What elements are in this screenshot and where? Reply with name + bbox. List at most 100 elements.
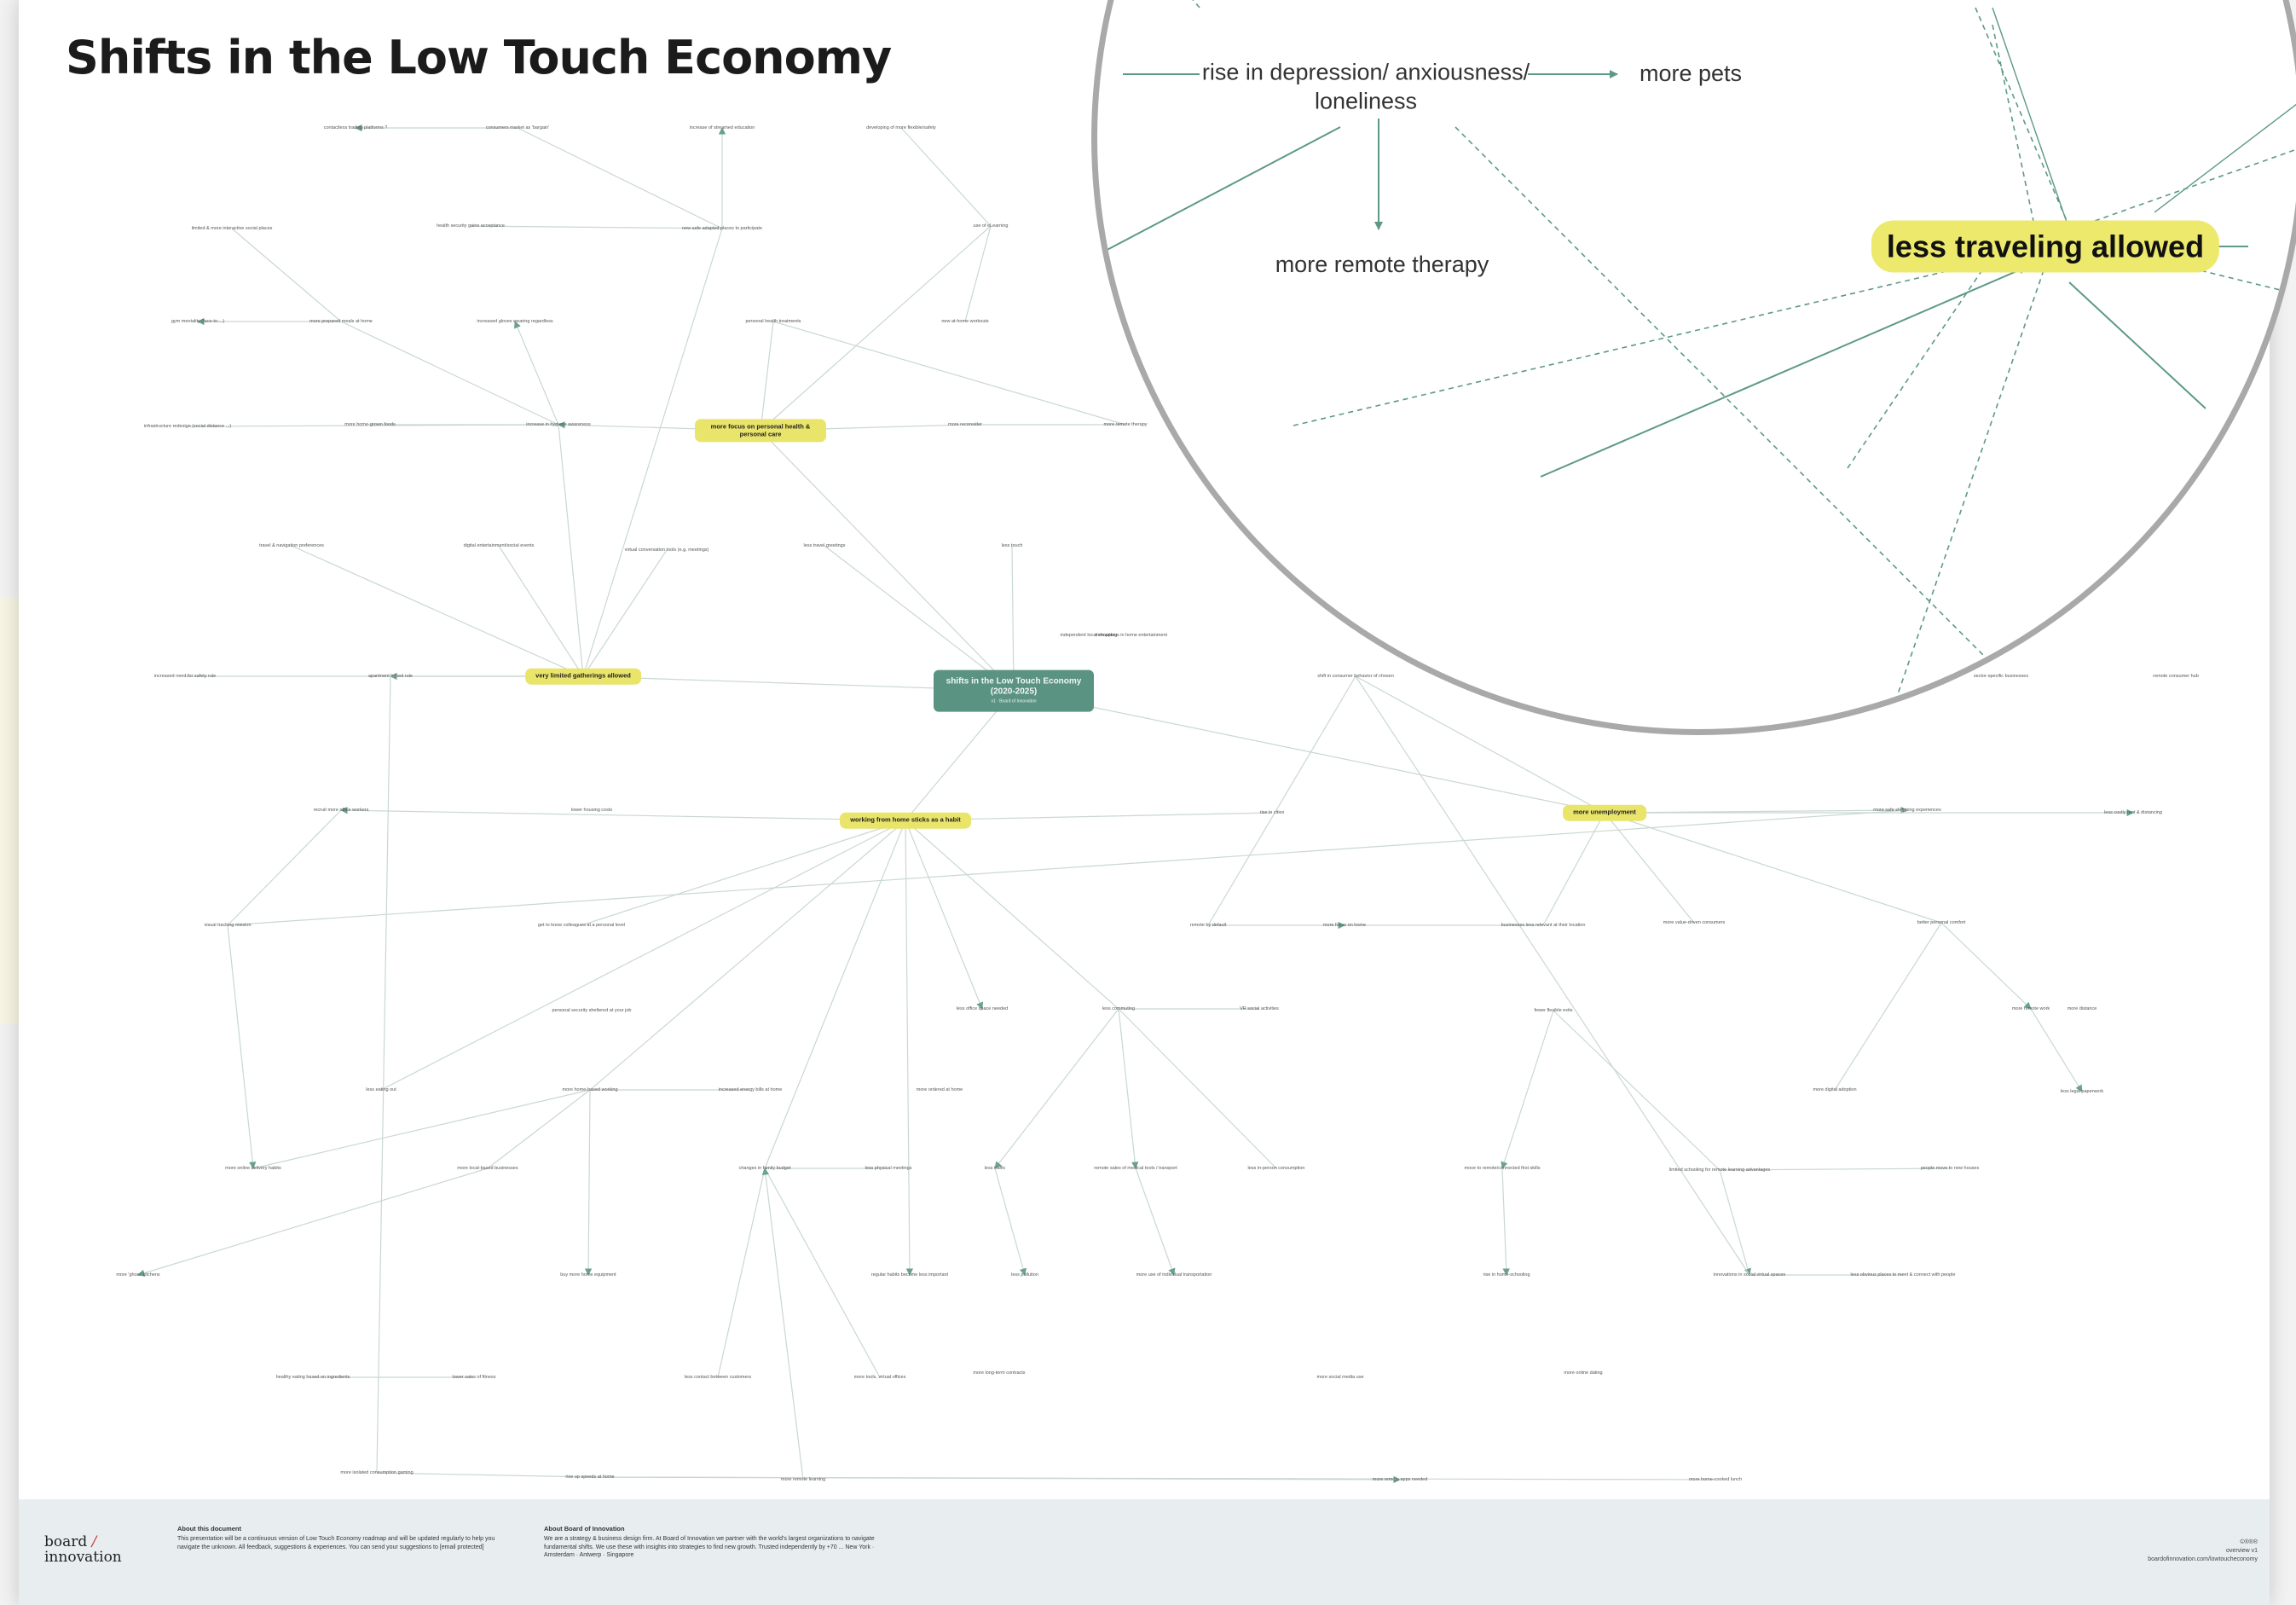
diagram-node[interactable]: more home-grown foods (344, 421, 396, 427)
diagram-node[interactable]: more ordered at home (916, 1086, 963, 1092)
diagram-node[interactable]: gym mentality (face-to-...) (171, 318, 225, 324)
diagram-node[interactable]: virtual conversation tools (e.g. meeting… (624, 547, 709, 553)
footer-url[interactable]: boardofinnovation.com/lowtoucheconomy (2148, 1556, 2258, 1562)
diagram-node[interactable]: developing of more flexible/safety (866, 125, 936, 130)
diagram-node[interactable]: more reconsider (948, 421, 982, 427)
diagram-node[interactable]: changes in family budget (738, 1165, 791, 1171)
diagram-node[interactable]: more 'ghost' kitchens (116, 1272, 160, 1278)
diagram-node[interactable]: more use of individual transportation (1136, 1272, 1212, 1278)
diagram-node[interactable]: VR social activities (1240, 1005, 1279, 1011)
diagram-node[interactable]: increased energy bills at home (718, 1086, 783, 1092)
diagram-node[interactable]: less eating out (366, 1086, 396, 1092)
diagram-node[interactable]: shift in consumer behavior of chosen (1317, 673, 1394, 679)
diagram-node[interactable]: new at-home workouts (941, 318, 989, 324)
diagram-node[interactable]: less physical meetings (865, 1165, 912, 1171)
diagram-node[interactable]: more remote therapy (1103, 421, 1148, 427)
diagram-edge (1542, 812, 1605, 926)
diagram-node[interactable]: more prepared meals at home (309, 318, 373, 324)
diagram-node[interactable]: lower housing costs (570, 807, 613, 813)
diagram-node[interactable]: rise in cities (1259, 809, 1285, 815)
mag-node-more-remote-therapy[interactable]: more remote therapy (1275, 252, 1489, 278)
diagram-node[interactable]: limited schooling for remote learning ad… (1669, 1167, 1771, 1173)
diagram-node[interactable]: increase of streamed education (689, 125, 755, 130)
diagram-node[interactable]: less commuting (1102, 1005, 1136, 1011)
diagram-node[interactable]: get to know colleagues at a personal lev… (537, 922, 626, 928)
diagram-node[interactable]: more local-based businesses (457, 1165, 518, 1171)
key-node-personal-health[interactable]: more focus on personal health & personal… (695, 419, 826, 443)
diagram-node[interactable]: more online dating (1564, 1370, 1603, 1376)
diagram-node[interactable]: increased need for safety rule (153, 673, 217, 679)
diagram-node[interactable]: innovations in social virtual spaces (1713, 1272, 1786, 1278)
diagram-node[interactable]: buy more home equipment (560, 1272, 616, 1278)
diagram-node[interactable]: use of eLearning (973, 223, 1009, 229)
diagram-node[interactable]: innovations in home entertainment (1095, 632, 1168, 638)
board-of-innovation-logo[interactable]: board / innovation (44, 1534, 122, 1566)
diagram-node[interactable]: sector-specific businesses (1973, 673, 2029, 679)
diagram-node[interactable]: more isolated consumption gaming (340, 1469, 414, 1475)
diagram-node[interactable]: rise in home-schooling (1483, 1272, 1530, 1278)
diagram-node[interactable]: more remote work (2011, 1005, 2050, 1011)
diagram-edge (1135, 1168, 1176, 1276)
diagram-node[interactable]: more home-cooked lunch (1688, 1476, 1743, 1482)
diagram-node[interactable]: remote by default (1189, 922, 1227, 928)
diagram-node[interactable]: less costly rent & distancing (2104, 809, 2162, 815)
diagram-node[interactable]: apartment based rule (368, 673, 413, 679)
page-title: Shifts in the Low Touch Economy (66, 31, 892, 84)
diagram-node[interactable]: businesses less relevant at their locati… (1501, 922, 1586, 928)
diagram-node[interactable]: people move to new houses (1920, 1165, 1980, 1171)
diagram-node[interactable]: personal security sheltered at your job (552, 1007, 632, 1013)
diagram-node[interactable]: rise up speeds at home (565, 1474, 615, 1480)
diagram-node[interactable]: less legal paperwork (2060, 1088, 2104, 1094)
diagram-node[interactable]: less contact between customers (684, 1374, 752, 1380)
diagram-node[interactable]: contactless trading platforms ? (323, 125, 388, 130)
diagram-node[interactable]: move to remote/connected first skills (1464, 1165, 1541, 1171)
center-node[interactable]: shifts in the Low Touch Economy (2020-20… (934, 669, 1094, 712)
diagram-node[interactable]: limited & more interactive social places (191, 225, 273, 231)
diagram-node[interactable]: more digital adoption (1813, 1086, 1857, 1092)
diagram-node[interactable]: more distance (2067, 1005, 2097, 1011)
diagram-node[interactable]: more value-driven consumers (1663, 919, 1726, 925)
key-node-remote-work[interactable]: working from home sticks as a habit (840, 812, 971, 829)
diagram-node[interactable]: recruit more office workers (313, 807, 369, 813)
diagram-node[interactable]: health security gains acceptance (437, 223, 505, 229)
diagram-node[interactable]: more safe shopping experiences (1873, 807, 1941, 813)
diagram-node[interactable]: infrastructure redesign (social distance… (143, 423, 232, 429)
diagram-node[interactable]: less obvious places to meet & connect wi… (1850, 1272, 1956, 1278)
diagram-node[interactable]: remote consumer hub (2153, 673, 2199, 679)
diagram-node[interactable]: travel & navigation preferences (259, 542, 324, 548)
mag-node-rise-depression[interactable]: rise in depression/ anxiousness/ lonelin… (1201, 59, 1530, 113)
diagram-node[interactable]: more online delivery habits (225, 1165, 281, 1171)
diagram-node[interactable]: more social media use (1316, 1374, 1364, 1380)
diagram-node[interactable]: less office space needed (956, 1005, 1009, 1011)
diagram-node[interactable]: regular habits become less important (870, 1272, 949, 1278)
mag-node-more-pets[interactable]: more pets (1639, 61, 1743, 87)
diagram-node[interactable]: better personal comfort (1917, 919, 1966, 925)
diagram-node[interactable]: personal health treatments (745, 318, 801, 324)
diagram-node[interactable]: less touch (1001, 542, 1023, 548)
diagram-node[interactable]: increased gloves wearing regardless (477, 318, 553, 324)
diagram-node[interactable]: less travel greetings (803, 542, 846, 548)
key-node-contactless[interactable]: very limited gatherings allowed (525, 668, 641, 685)
diagram-node[interactable]: more remote learning (780, 1476, 826, 1482)
diagram-node[interactable]: visual tracking mission (204, 922, 252, 928)
diagram-node[interactable]: less in-person consumption (1247, 1165, 1305, 1171)
diagram-node[interactable]: more remote apps needed (1372, 1476, 1428, 1482)
diagram-node[interactable]: healthy eating based on ingredients (275, 1374, 350, 1380)
diagram-node[interactable]: digital entertainment/social events (463, 542, 535, 548)
diagram-node[interactable]: lower sales of fitness (452, 1374, 496, 1380)
diagram-node[interactable]: fewer flexible exits (1534, 1007, 1573, 1013)
diagram-node[interactable]: more long-term contracts (973, 1370, 1026, 1376)
diagram-node[interactable]: new safe adapted places to participate (682, 225, 762, 231)
diagram-node[interactable]: consumers market as 'bargain' (485, 125, 550, 130)
diagram-node[interactable]: more home-based working (562, 1086, 618, 1092)
mag-node-less-traveling[interactable]: less traveling allowed (1871, 220, 2220, 273)
diagram-node[interactable]: remote sales of medical tools / transpor… (1094, 1165, 1177, 1171)
diagram-node[interactable]: more tools, virtual offices (853, 1374, 906, 1380)
diagram-node[interactable]: less pollution (1011, 1272, 1038, 1278)
key-node-unemployment[interactable]: more unemployment (1563, 804, 1646, 821)
diagram-node[interactable]: less traffic (984, 1165, 1006, 1171)
diagram-node[interactable]: increase in hygiene awareness (526, 421, 591, 427)
diagram-node[interactable]: independent local shopping (1060, 632, 1118, 638)
diagram-edge (582, 228, 723, 677)
diagram-node[interactable]: more focus on home (1322, 922, 1367, 928)
